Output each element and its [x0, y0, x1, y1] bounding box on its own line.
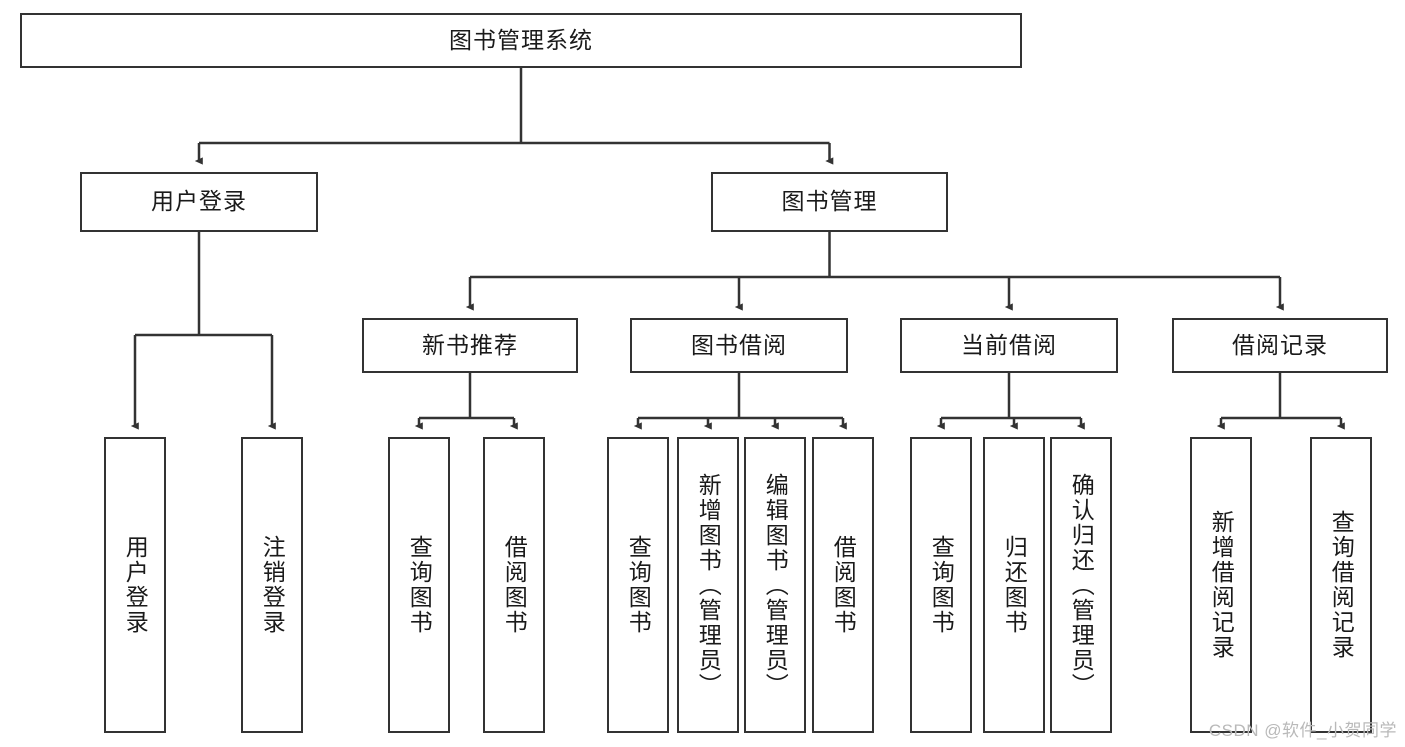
node-leaf-leaf-user-login: 用户登录	[104, 437, 166, 733]
node-label: 查询借阅记录	[1328, 510, 1355, 660]
node-label: 归还图书	[1001, 535, 1028, 635]
node-label: 用户登录	[151, 188, 247, 215]
node-leaf-leaf-borrow-book-2: 借阅图书	[812, 437, 874, 733]
edge-bus	[941, 373, 1081, 420]
node-label: 查询图书	[928, 535, 955, 635]
node-root-root: 图书管理系统	[20, 13, 1022, 68]
node-label: 查询图书	[625, 535, 652, 635]
node-l3-borrow-record: 借阅记录	[1172, 318, 1388, 373]
node-leaf-leaf-query-book-2: 查询图书	[607, 437, 669, 733]
node-label: 借阅图书	[830, 535, 857, 635]
edge-bus	[470, 232, 1280, 279]
node-leaf-leaf-query-book-3: 查询图书	[910, 437, 972, 733]
node-leaf-leaf-borrow-book-1: 借阅图书	[483, 437, 545, 733]
node-label: 借阅记录	[1232, 331, 1328, 358]
node-l2-user-login: 用户登录	[80, 172, 318, 232]
edge-bus	[199, 68, 830, 145]
node-label: 确认归还（管理员）	[1068, 472, 1095, 698]
edge-bus	[135, 232, 272, 337]
node-leaf-leaf-query-book-1: 查询图书	[388, 437, 450, 733]
node-label: 图书管理	[781, 188, 878, 215]
node-label: 编辑图书（管理员）	[762, 472, 789, 698]
edge-bus	[419, 373, 514, 420]
node-label: 注销登录	[259, 535, 286, 635]
node-leaf-leaf-user-logout: 注销登录	[241, 437, 303, 733]
node-label: 图书借阅	[691, 331, 787, 358]
csdn-watermark: CSDN @软件_小贺同学	[1208, 721, 1397, 740]
node-label: 用户登录	[122, 535, 149, 635]
node-label: 新书推荐	[422, 331, 518, 358]
node-label: 当前借阅	[961, 331, 1057, 358]
node-leaf-leaf-query-record: 查询借阅记录	[1310, 437, 1372, 733]
node-label: 图书管理系统	[449, 26, 593, 53]
node-label: 新增借阅记录	[1208, 510, 1235, 660]
node-l3-new-book-rec: 新书推荐	[362, 318, 578, 373]
node-leaf-leaf-return-book: 归还图书	[983, 437, 1045, 733]
node-label: 借阅图书	[501, 535, 528, 635]
node-leaf-leaf-confirm-return: 确认归还（管理员）	[1050, 437, 1112, 733]
edge-bus	[1221, 373, 1341, 420]
node-l3-current-borrow: 当前借阅	[900, 318, 1118, 373]
node-label: 新增图书（管理员）	[695, 472, 722, 698]
node-leaf-leaf-add-book: 新增图书（管理员）	[677, 437, 739, 733]
node-leaf-leaf-add-record: 新增借阅记录	[1190, 437, 1252, 733]
edge-bus	[638, 373, 843, 420]
node-label: 查询图书	[406, 535, 433, 635]
node-l3-book-borrow: 图书借阅	[630, 318, 848, 373]
node-leaf-leaf-edit-book: 编辑图书（管理员）	[744, 437, 806, 733]
node-l2-book-manage: 图书管理	[711, 172, 948, 232]
